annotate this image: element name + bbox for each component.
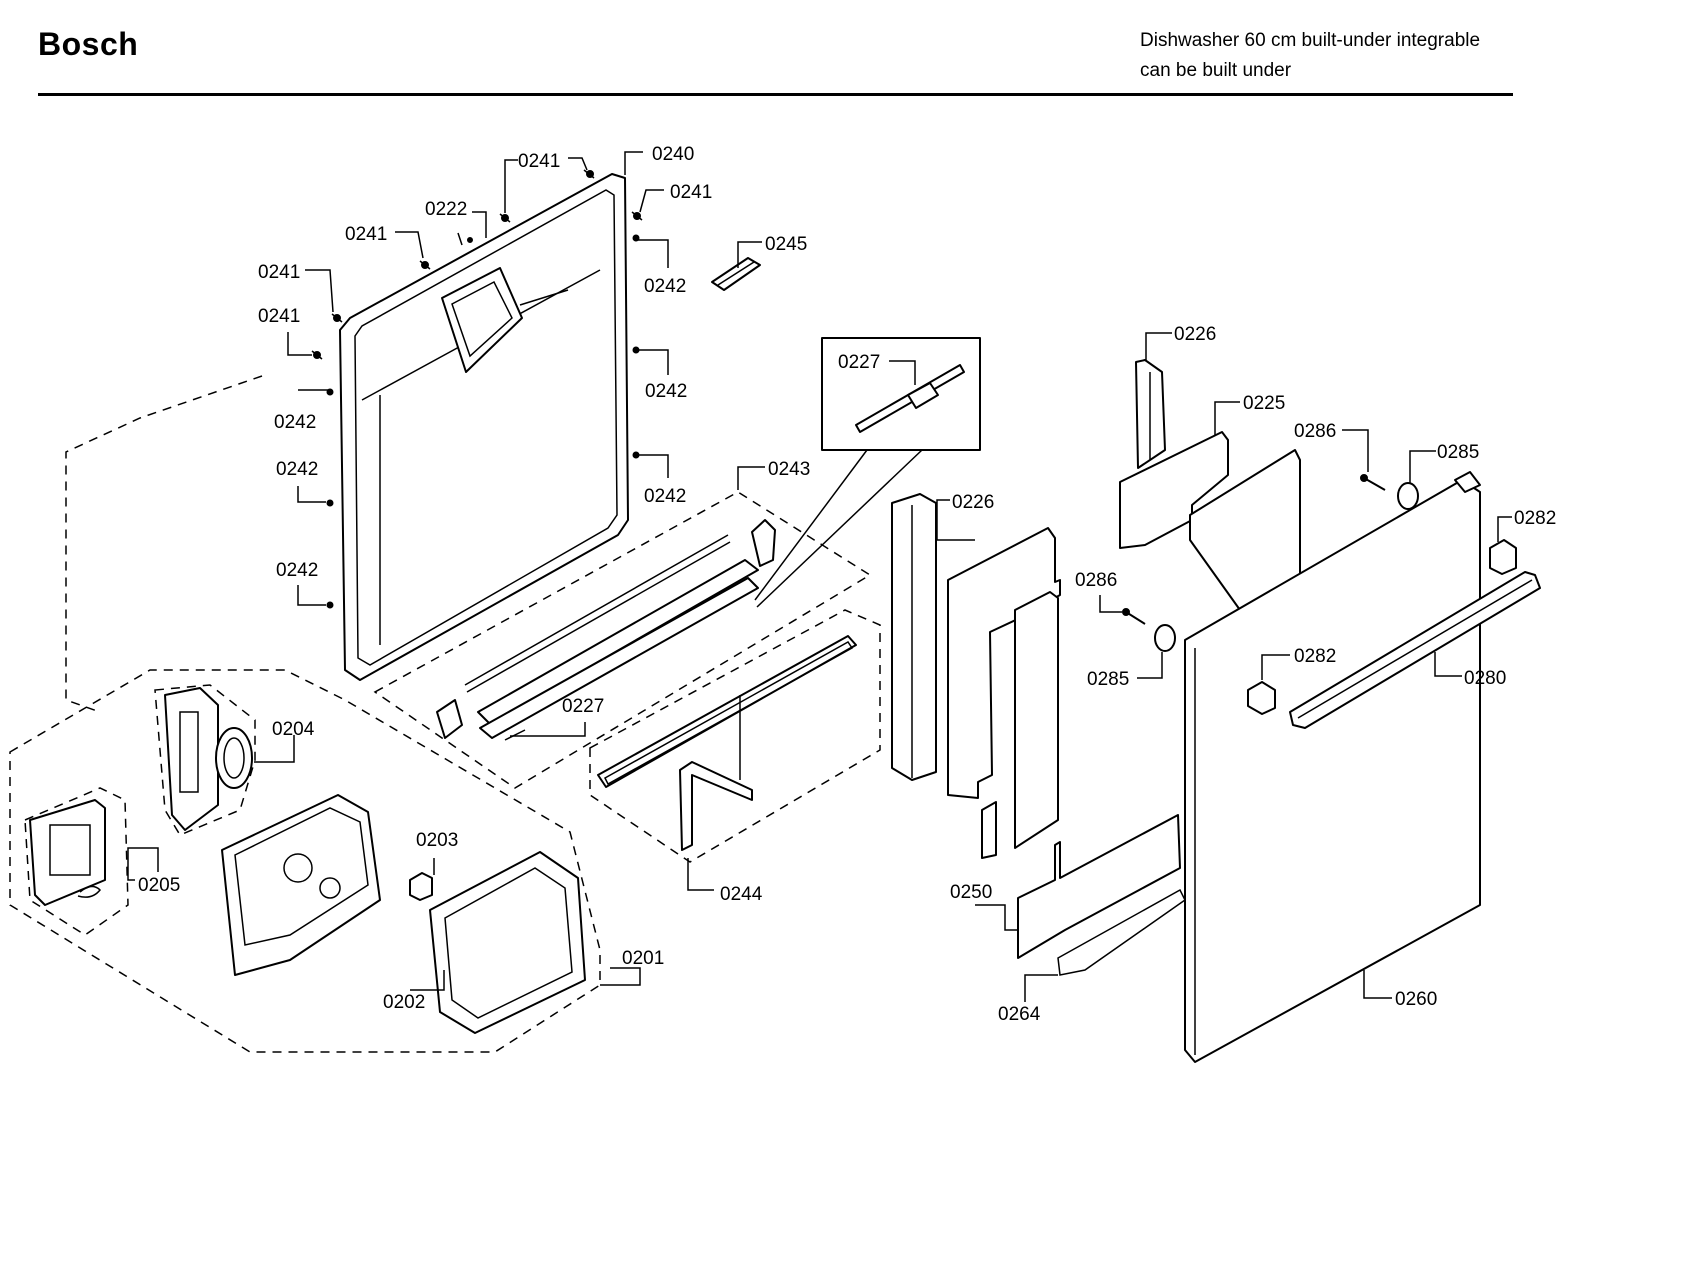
label-0243: 0243 [768,459,810,480]
label-0242: 0242 [644,486,686,507]
label-0264: 0264 [998,1004,1041,1025]
sensor-unit-outline [154,684,256,836]
label-0242: 0242 [274,412,316,433]
label-0282: 0282 [1294,646,1336,667]
lower-panel-right [1017,814,1181,959]
fasteners [1122,474,1419,652]
label-0242: 0242 [644,276,686,297]
handle-end-cap-left [1247,681,1276,715]
control-panel-frame [429,851,586,1034]
side-rails [891,493,1181,959]
diagram-title: Dishwasher 60 cm built-under integrable [1140,30,1481,51]
header-divider [38,93,1513,96]
rear-panel-0225 [1119,431,1229,549]
label-0242: 0242 [276,459,318,480]
label-0260: 0260 [1395,989,1437,1010]
label-0286: 0286 [1075,570,1117,591]
leader-lines [127,151,1512,1002]
control-unit-group [29,687,586,1034]
detail-inset [754,337,981,608]
handle-end-cap-right [1489,539,1517,575]
label-0241: 0241 [345,224,387,245]
inner-door-panel [339,173,629,681]
sensor-ring [215,727,253,789]
screw-0286-upper [1363,477,1386,491]
rear-panels [1119,359,1301,611]
label-0202: 0202 [383,992,425,1013]
label-0227: 0227 [838,352,880,373]
label-0241: 0241 [518,151,560,172]
label-0201: 0201 [622,948,664,969]
top-edge-strip [1454,471,1481,493]
washer-0285-upper [1397,482,1419,510]
detergent-window-frame [441,267,523,373]
label-0280: 0280 [1464,668,1506,689]
hinge-assembly-0244-outline [589,609,881,863]
part-labels: 0241 0240 0241 0222 0241 0245 0241 0242 … [138,144,1556,1025]
detail-inset-box [821,337,981,451]
diagram-subtitle: can be built under [1140,60,1292,81]
label-0242: 0242 [645,381,687,402]
label-0205: 0205 [138,875,180,896]
seal-rails [436,519,776,741]
seal-assembly-0243-outline [373,491,872,789]
control-body [221,794,381,976]
label-0227: 0227 [562,696,604,717]
handle-assembly [1247,539,1541,729]
control-knob [409,872,433,901]
inner-door-assembly-outline [65,375,263,713]
label-0242: 0242 [276,560,318,581]
front-door-panel [1057,471,1481,1063]
door-screws [311,169,643,609]
label-0285: 0285 [1087,669,1129,690]
label-0240: 0240 [652,144,694,165]
label-0282: 0282 [1514,508,1556,529]
assembly-outlines [9,375,881,1053]
hinge-assembly [597,635,857,851]
bracket-unit-outline [24,787,129,936]
washer-0285-lower [1154,624,1176,652]
control-bracket [29,799,106,906]
end-bracket-right [751,519,776,567]
sensor-housing [164,687,219,831]
label-0241: 0241 [258,306,300,327]
label-0286: 0286 [1294,421,1336,442]
side-panel-mid [981,801,997,859]
exploded-parts-diagram: 0241 0240 0241 0222 0241 0245 0241 0242 … [9,144,1556,1063]
door-clip [711,257,761,291]
label-0244: 0244 [720,884,763,905]
label-0285: 0285 [1437,442,1479,463]
label-0241: 0241 [258,262,300,283]
door-handle [1289,571,1541,729]
label-0204: 0204 [272,719,315,740]
label-0241: 0241 [670,182,712,203]
label-0225: 0225 [1243,393,1285,414]
label-0245: 0245 [765,234,807,255]
label-0203: 0203 [416,830,458,851]
side-panel-right [1014,591,1059,849]
label-0226: 0226 [952,492,994,513]
end-bracket-left [436,699,463,739]
label-0250: 0250 [950,882,992,903]
brand-name: Bosch [38,26,139,62]
label-0222: 0222 [425,199,467,220]
label-0226: 0226 [1174,324,1216,345]
side-rail-left [891,493,937,781]
